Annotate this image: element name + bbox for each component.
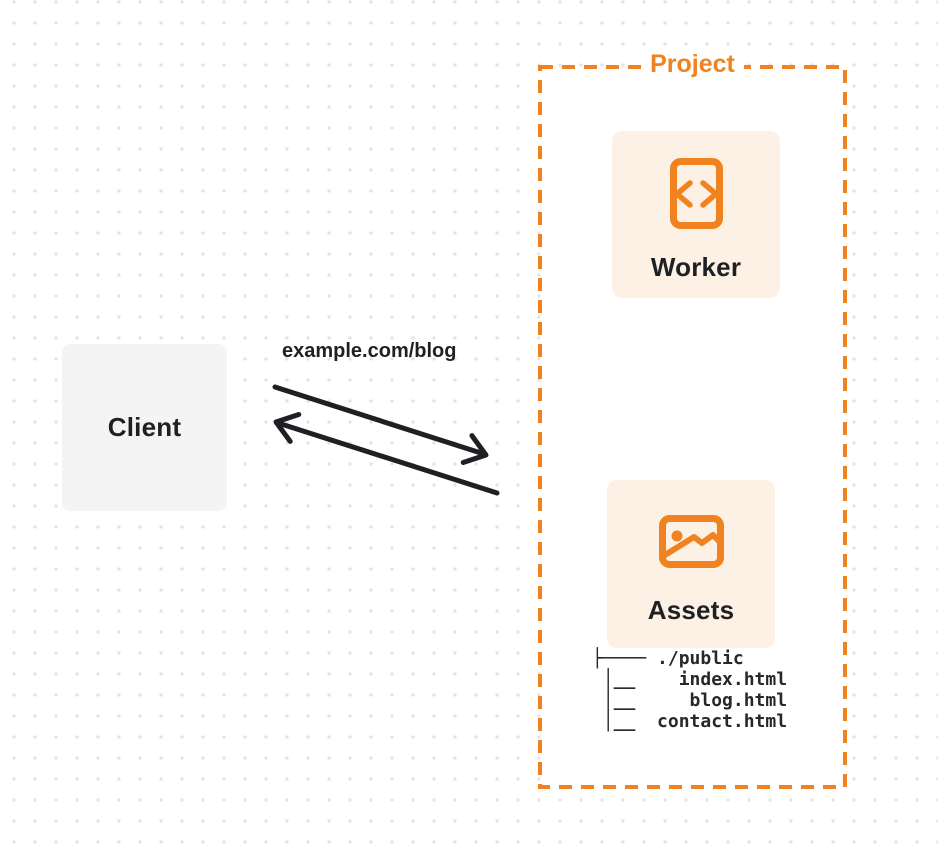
image-icon [658, 515, 724, 568]
client-node: Client [62, 344, 227, 511]
assets-file-tree: ├──── ./public │__ index.html │__ blog.h… [592, 648, 787, 732]
assets-node: Assets [607, 480, 775, 648]
code-document-icon [669, 158, 723, 229]
file-tree-line-blog: │__ blog.html [592, 690, 788, 711]
assets-label: Assets [647, 595, 735, 625]
request-url-label: example.com/blog [282, 340, 457, 362]
worker-label: Worker [650, 252, 742, 282]
request-arrow-icon [272, 384, 489, 465]
client-label: Client [107, 412, 182, 442]
project-label: Project [641, 50, 744, 79]
file-tree-line-public: ├──── ./public [592, 648, 744, 669]
response-arrow-icon [273, 412, 500, 496]
project-dashed-border [538, 65, 847, 789]
file-tree-line-contact: │__ contact.html [592, 711, 788, 732]
project-label-wrap: Project [540, 50, 845, 79]
worker-node: Worker [612, 131, 780, 298]
file-tree-line-index: │__ index.html [592, 669, 788, 690]
